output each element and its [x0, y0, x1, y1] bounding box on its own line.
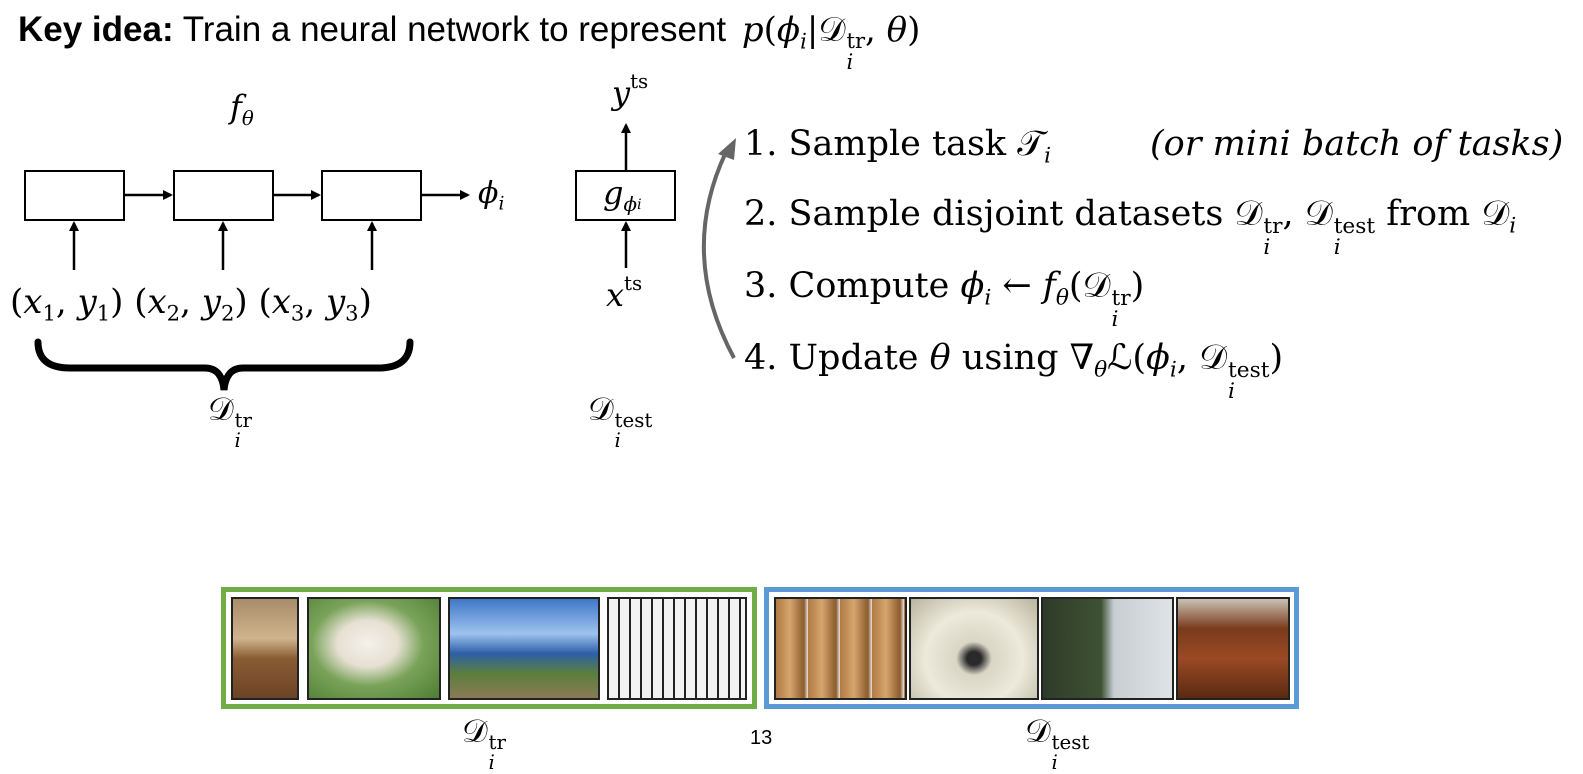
barrel-thumbnail — [231, 597, 299, 700]
train-brace — [34, 338, 414, 391]
y-ts-label: yts — [612, 70, 649, 112]
cliff-sea-thumbnail — [448, 597, 600, 700]
coast-cliffs-thumbnail — [1041, 597, 1174, 700]
shaggy-dog-thumbnail — [909, 597, 1039, 700]
diagram-arrows — [34, 123, 631, 391]
upright-piano-thumbnail — [1176, 597, 1290, 700]
f-theta-label: fθ — [230, 88, 254, 130]
step-1-note: (or mini batch of tasks) — [1150, 124, 1564, 164]
rnn-cell-1 — [24, 170, 125, 221]
input-pairs: (x1, y1) (x2, y2) (x3, y3) — [10, 282, 372, 325]
phi-output-label: ϕi — [478, 176, 505, 215]
key-idea-text: Train a neural network to represent — [182, 10, 727, 49]
input-pair-1: (x1, y1) — [10, 282, 124, 326]
key-idea-heading: Key idea: Train a neural network to repr… — [18, 10, 920, 73]
white-dog-thumbnail — [307, 597, 441, 700]
g-phi-label: gϕi — [603, 174, 642, 216]
barrels-thumbnail — [774, 597, 907, 700]
x-ts-label: xts — [606, 272, 643, 314]
page-number: 13 — [750, 727, 773, 749]
test-image-strip — [764, 587, 1299, 709]
train-image-strip — [221, 587, 757, 709]
rnn-cell-2 — [173, 170, 274, 221]
input-pair-3: (x3, y3) — [258, 282, 372, 326]
step-1: 1. Sample task 𝒯i — [744, 124, 1052, 169]
rnn-cell-3 — [321, 170, 422, 221]
key-idea-label: Key idea: — [18, 10, 174, 49]
loop-arrow — [701, 138, 736, 359]
piano-keys-thumbnail — [607, 597, 747, 700]
g-phi-box — [575, 170, 676, 221]
input-pair-2: (x2, y2) — [134, 282, 248, 326]
